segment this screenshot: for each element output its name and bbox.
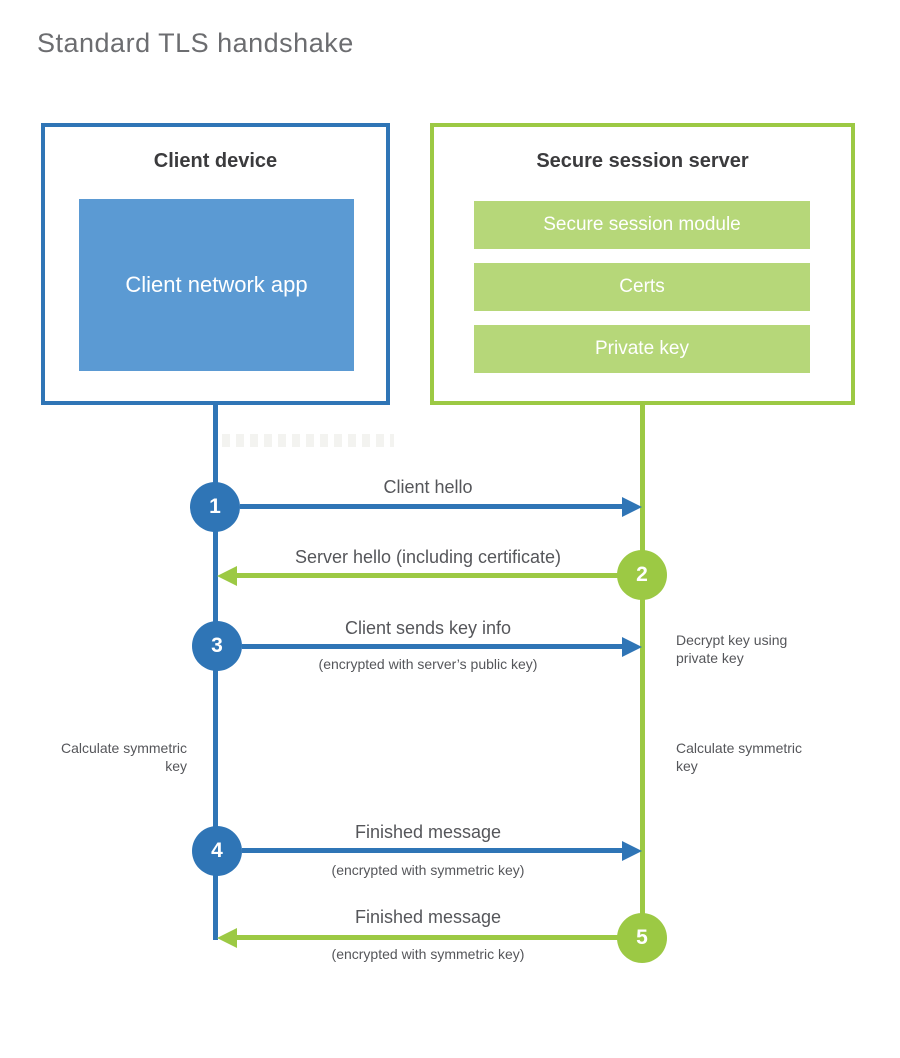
step2-arrow-line [237, 573, 620, 578]
step5-circle: 5 [617, 913, 667, 963]
step1-circle: 1 [190, 482, 240, 532]
secure-session-server-title: Secure session server [536, 150, 749, 172]
step3-arrowhead-right-icon [622, 637, 642, 657]
step2-arrowhead-left-icon [217, 566, 237, 586]
step3-label: Client sends key info [344, 618, 512, 638]
server-module-private-key: Private key [474, 325, 810, 373]
server-module-secure-session: Secure session module [474, 201, 810, 249]
secure-session-server-box: Secure session server Secure session mod… [430, 123, 855, 405]
faint-dashed-line [222, 434, 394, 447]
client-device-box: Client device Client network app [41, 123, 390, 405]
client-device-title: Client device [153, 150, 278, 172]
step3-arrow-line [242, 644, 622, 649]
calculate-symmetric-key-left-note: Calculate symmetric key [60, 740, 187, 775]
step5-label: Finished message [354, 907, 502, 927]
step4-arrow-line [242, 848, 622, 853]
step4-label: Finished message [354, 822, 502, 842]
step1-arrowhead-right-icon [622, 497, 642, 517]
step2-circle: 2 [617, 550, 667, 600]
step5-sublabel: (encrypted with symmetric key) [331, 946, 525, 962]
step3-circle: 3 [192, 621, 242, 671]
page-title: Standard TLS handshake [37, 28, 354, 58]
client-network-app-box: Client network app [79, 199, 354, 371]
step5-arrow-line [237, 935, 620, 940]
decrypt-key-note: Decrypt key using private key [676, 632, 788, 667]
step3-sublabel: (encrypted with server’s public key) [318, 656, 538, 672]
server-module-certs: Certs [474, 263, 810, 311]
step2-label: Server hello (including certificate) [294, 547, 562, 567]
step1-label: Client hello [383, 477, 473, 497]
step4-sublabel: (encrypted with symmetric key) [331, 862, 525, 878]
client-lifeline [213, 405, 218, 940]
step1-arrow-line [240, 504, 622, 509]
step5-arrowhead-left-icon [217, 928, 237, 948]
calculate-symmetric-key-right-note: Calculate symmetric key [676, 740, 803, 775]
step4-arrowhead-right-icon [622, 841, 642, 861]
server-lifeline [640, 405, 645, 942]
step4-circle: 4 [192, 826, 242, 876]
